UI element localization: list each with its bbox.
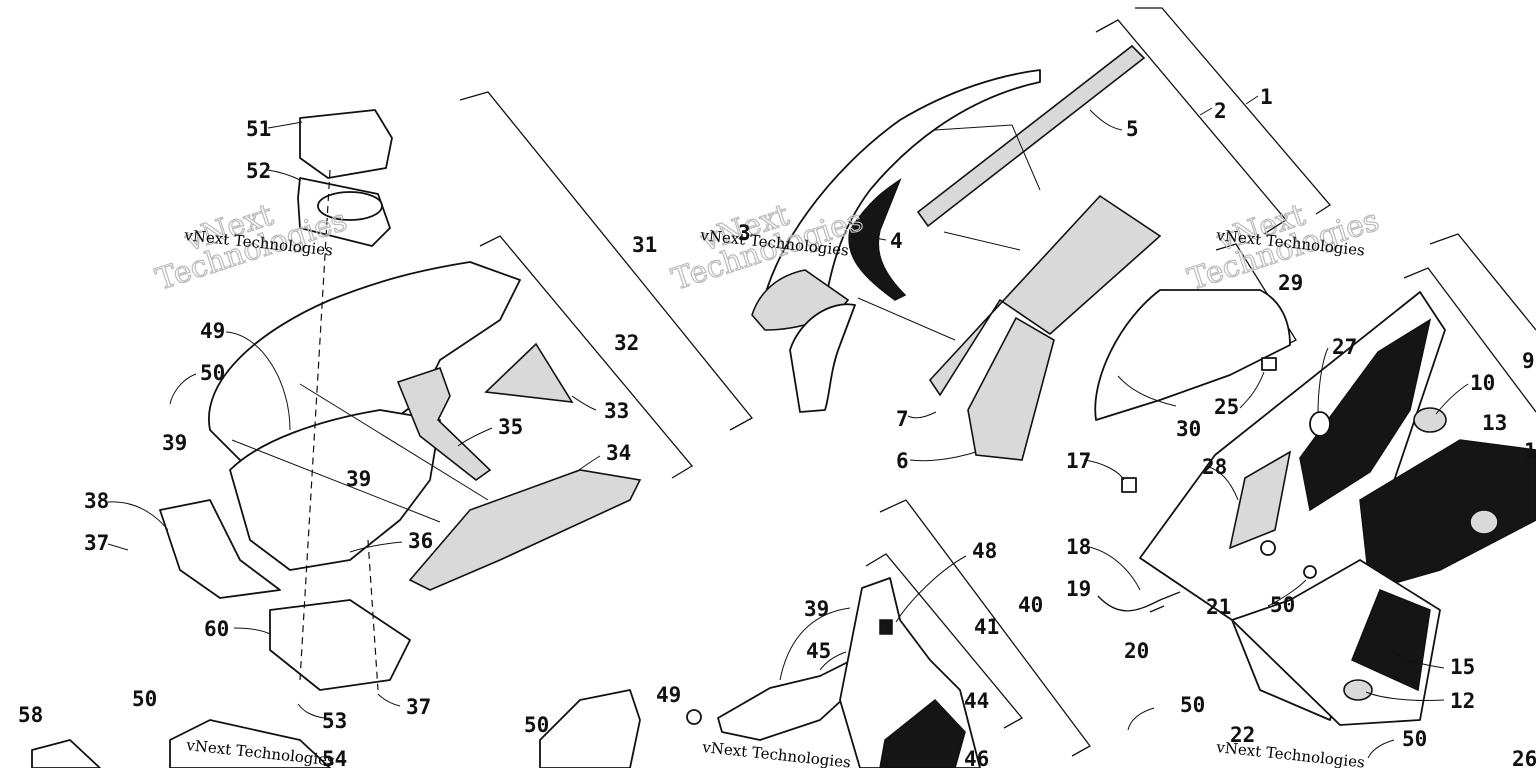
- callout-label: 52: [246, 159, 271, 183]
- callout-label: 50: [200, 361, 225, 385]
- callout-label: 49: [200, 319, 225, 343]
- callout-label: 29: [1278, 271, 1303, 295]
- callout-label: 2: [1214, 99, 1227, 123]
- callouts: 1 2 3 4 5 6 7 9 10 12 13 14 15 17 18 19 …: [18, 85, 1536, 768]
- hood-panel-right: [1094, 289, 1536, 726]
- callout-label: 39: [804, 597, 829, 621]
- callout-label: 9: [1522, 349, 1535, 373]
- callout-label: 33: [604, 399, 629, 423]
- callout-label: 41: [974, 615, 999, 639]
- nose-cone-assembly: [159, 109, 642, 691]
- callout-label: 50: [524, 713, 549, 737]
- callout-label: 26: [1512, 747, 1536, 768]
- callout-label: 12: [1450, 689, 1475, 713]
- callout-label: 5: [1126, 117, 1139, 141]
- callout-label: 37: [84, 531, 109, 555]
- callout-label: 6: [896, 449, 909, 473]
- callout-label: 51: [246, 117, 271, 141]
- callout-label: 35: [498, 415, 523, 439]
- hardware: [879, 357, 1317, 635]
- callout-label: 4: [890, 229, 903, 253]
- callout-label: 34: [606, 441, 631, 465]
- group-brackets: [459, 7, 1536, 757]
- callout-label: 39: [346, 467, 371, 491]
- callout-label: 50: [1402, 727, 1427, 751]
- callout-label: 46: [964, 747, 989, 768]
- callout-label: 15: [1450, 655, 1475, 679]
- callout-label: 3: [738, 221, 751, 245]
- watermark-text: vNext Technologies: [701, 738, 852, 768]
- callout-label: 1: [1260, 85, 1273, 109]
- callout-label: 54: [322, 747, 347, 768]
- callout-label: 22: [1230, 723, 1255, 747]
- callout-label: 53: [322, 709, 347, 733]
- callout-label: 32: [614, 331, 639, 355]
- callout-label: 7: [896, 407, 909, 431]
- callout-label: 50: [132, 687, 157, 711]
- callout-label: 48: [972, 539, 997, 563]
- callout-label: 50: [1180, 693, 1205, 717]
- callout-label: 60: [204, 617, 229, 641]
- callout-label: 20: [1124, 639, 1149, 663]
- callout-label: 13: [1482, 411, 1507, 435]
- callout-label: 38: [84, 489, 109, 513]
- callout-label: 18: [1066, 535, 1091, 559]
- callout-label: 19: [1066, 577, 1091, 601]
- lower-side-panels: [31, 577, 981, 768]
- callout-label: 10: [1470, 371, 1495, 395]
- callout-label: 39: [162, 431, 187, 455]
- callout-label: 50: [1270, 593, 1295, 617]
- callout-label: 30: [1176, 417, 1201, 441]
- callout-label: 21: [1206, 595, 1231, 619]
- callout-label: 28: [1202, 455, 1227, 479]
- callout-label: 58: [18, 703, 43, 727]
- callout-label: 25: [1214, 395, 1239, 419]
- callout-label: 45: [806, 639, 831, 663]
- callout-label: 31: [632, 233, 657, 257]
- callout-label: 27: [1332, 335, 1357, 359]
- callout-label: 17: [1066, 449, 1091, 473]
- callout-label: 14: [1524, 439, 1536, 463]
- leader-lines: [107, 95, 1469, 759]
- callout-label: 44: [964, 689, 989, 713]
- windshield-trim-assembly: [751, 44, 1162, 461]
- callout-label: 37: [406, 695, 431, 719]
- callout-label: 49: [656, 683, 681, 707]
- callout-label: 36: [408, 529, 433, 553]
- callout-label: 40: [1018, 593, 1043, 617]
